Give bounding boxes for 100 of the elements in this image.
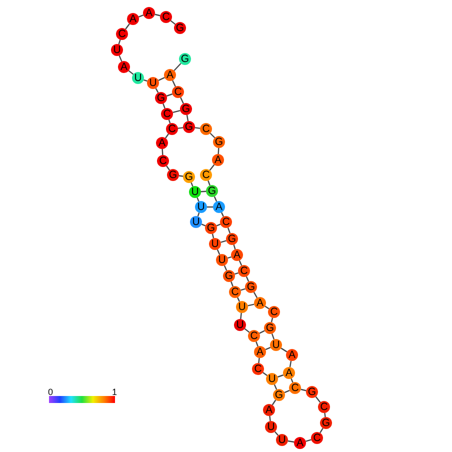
- nucleotide-circle: G: [273, 389, 285, 401]
- backbone-line: [238, 260, 242, 266]
- nucleotide-circle: C: [172, 86, 184, 98]
- scale-tick-label: 1: [112, 388, 118, 397]
- backbone-line: [320, 428, 324, 434]
- nucleotide-circle: U: [234, 319, 246, 331]
- nucleotide-circle: A: [294, 437, 306, 449]
- backbone-line: [178, 175, 184, 177]
- nucleotide-circle: U: [189, 186, 201, 198]
- backbone-line: [162, 103, 166, 109]
- backbone-line: [253, 292, 258, 298]
- nucleotide-circle: G: [223, 270, 235, 282]
- nucleotide-circle: C: [160, 11, 172, 23]
- nucleotide-circle: A: [118, 61, 130, 73]
- base-pair-line: [172, 110, 180, 114]
- nucleotide-circle: G: [183, 171, 195, 183]
- backbone-line: [172, 80, 176, 87]
- nucleotide-circle: C: [318, 401, 330, 413]
- nucleotide-circle: A: [286, 349, 298, 361]
- base-pair-line: [259, 330, 265, 334]
- backbone-line: [274, 431, 279, 436]
- nucleotide-circle: A: [143, 7, 155, 19]
- nucleotide-circle: C: [220, 216, 232, 228]
- backbone-line: [208, 180, 210, 186]
- backbone-line: [246, 276, 250, 282]
- nucleotide-circle: A: [283, 367, 295, 379]
- nucleotide-circle: A: [164, 69, 176, 81]
- backbone-line: [300, 388, 306, 392]
- nucleotide-circle: G: [174, 22, 186, 34]
- base-pair-line: [248, 304, 254, 306]
- nucleotide-circle: C: [248, 330, 260, 342]
- backbone-line: [180, 97, 184, 104]
- backbone-line: [224, 265, 228, 271]
- nucleotide-circle: A: [127, 13, 139, 25]
- base-pair-line: [220, 240, 226, 243]
- nucleotide-circle: A: [254, 297, 266, 309]
- nucleotide-circle: A: [212, 154, 224, 166]
- nucleotide-circle: U: [111, 44, 123, 56]
- backbone-line: [274, 384, 278, 390]
- backbone-line: [230, 281, 234, 287]
- nucleotide-circle: A: [263, 404, 275, 416]
- nucleotide-circle: C: [289, 382, 301, 394]
- nucleotide-circle: U: [236, 301, 248, 313]
- nucleotide-circle: G: [205, 222, 217, 234]
- nucleotide-circle: U: [276, 434, 288, 446]
- nucleotide-circle: A: [156, 137, 168, 149]
- backbone-line: [186, 114, 189, 122]
- backbone-line: [138, 14, 144, 18]
- backbone-line: [258, 358, 260, 364]
- nucleotide-circle: C: [166, 123, 178, 135]
- nucleotide-circle: G: [213, 136, 225, 148]
- base-pair-line: [265, 346, 271, 350]
- nucleotide-circle: C: [268, 306, 280, 318]
- backbone-line: [174, 62, 182, 72]
- backbone-line: [218, 148, 220, 154]
- base-pair-line: [178, 127, 184, 129]
- nucleotide-circle: C: [229, 286, 241, 298]
- backbone-line: [289, 360, 292, 368]
- nucleotide-circle: G: [180, 103, 192, 115]
- nucleotide-circle: U: [266, 373, 278, 385]
- backbone-line: [288, 440, 294, 443]
- nucleotide-circle: U: [132, 72, 144, 84]
- nucleotide-circle: C: [161, 108, 173, 120]
- backbone-line: [162, 148, 164, 156]
- nucleotide-circle: C: [157, 155, 169, 167]
- nucleotide-circle: U: [209, 238, 221, 250]
- backbone-line: [306, 439, 312, 442]
- backbone-line: [221, 212, 224, 217]
- nucleotide-circle: C: [200, 123, 212, 135]
- nucleotide-circle: G: [320, 417, 332, 429]
- nucleotide-circle: U: [270, 339, 282, 351]
- backbone-line: [256, 341, 258, 347]
- nucleotide-circle: G: [167, 169, 179, 181]
- backbone-line: [154, 14, 160, 16]
- nucleotide-circle: C: [116, 28, 128, 40]
- nucleotide-circle: G: [245, 281, 257, 293]
- backbone-line: [209, 164, 215, 171]
- nucleotide-circle: U: [265, 421, 277, 433]
- nucleotide-circle: A: [231, 249, 243, 261]
- nucleotide-circle: U: [147, 77, 159, 89]
- backbone-line: [237, 297, 240, 302]
- nucleotide-circle: G: [264, 322, 276, 334]
- nucleotide-circle: C: [252, 363, 264, 375]
- nucleotide-circle: U: [216, 254, 228, 266]
- backbone-line: [155, 88, 159, 93]
- backbone-line: [240, 312, 242, 320]
- nucleotide-circle: A: [213, 201, 225, 213]
- backbone-line: [214, 196, 218, 202]
- nucleotide-circle: C: [200, 169, 212, 181]
- nucleotide-circle: A: [254, 346, 266, 358]
- nucleotide-circle: G: [306, 386, 318, 398]
- backbone-line: [216, 249, 220, 255]
- backbone-line: [324, 412, 326, 418]
- nucleotide-circle: G: [206, 185, 218, 197]
- backbone-line: [212, 234, 214, 238]
- nucleotide-circle: U: [195, 201, 207, 213]
- nucleotide-circle: U: [190, 216, 202, 228]
- backbone-line: [269, 416, 271, 422]
- base-pair-line: [158, 77, 165, 81]
- backbone-line: [194, 127, 200, 129]
